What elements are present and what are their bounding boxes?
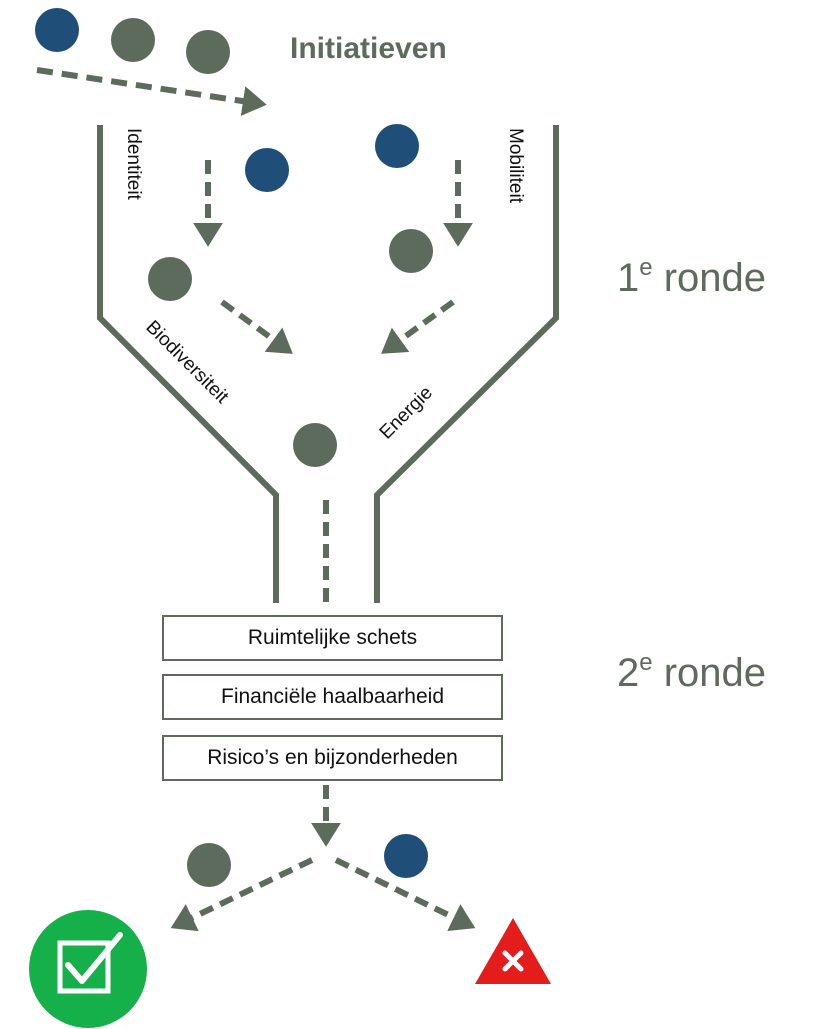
theme-label-biodiversiteit: Biodiversiteit <box>141 317 233 409</box>
initiative-circle-gray <box>148 257 192 301</box>
round-2-number: 2 <box>617 651 639 695</box>
initiative-circle-blue <box>384 834 428 878</box>
funnel-left-wall <box>97 125 279 603</box>
initiative-circle-gray <box>293 423 337 467</box>
initiative-circle-blue <box>35 8 79 52</box>
theme-label-identiteit: Identiteit <box>123 128 144 201</box>
theme-label-energie: Energie <box>376 382 437 443</box>
initiative-circle-blue <box>375 124 419 168</box>
flow-arrow <box>381 299 455 354</box>
entry-arrow <box>36 67 267 116</box>
theme-label-mobiliteit: Mobiliteit <box>505 128 526 204</box>
reject-arrow <box>334 857 476 932</box>
warning-cross-icon <box>475 918 551 984</box>
round-1-superscript: e <box>639 254 652 281</box>
criterion-box: Financiële haalbaarheid <box>162 674 503 720</box>
criterion-box: Ruimtelijke schets <box>162 615 503 661</box>
criterion-label: Ruimtelijke schets <box>247 626 418 649</box>
funnel-right-wall <box>374 125 559 603</box>
initiative-circle-blue <box>245 148 289 192</box>
initiative-circle-gray <box>389 229 433 273</box>
criterion-label: Financiële haalbaarheid <box>221 685 444 708</box>
flow-arrow <box>220 299 293 354</box>
accept-arrow <box>170 857 314 932</box>
round-1-text: ronde <box>653 256 766 300</box>
round-1-label: 1e ronde <box>617 254 766 300</box>
initiative-circle-gray <box>111 18 155 62</box>
initiative-circle-gray <box>186 30 230 74</box>
checkbox-check-icon <box>29 910 147 1028</box>
round-2-superscript: e <box>639 649 652 676</box>
initiative-circle-gray <box>187 843 231 887</box>
round-1-number: 1 <box>617 256 639 300</box>
criterion-box: Risico’s en bijzonderheden <box>162 735 503 781</box>
round-2-label: 2e ronde <box>617 649 766 695</box>
criterion-label: Risico’s en bijzonderheden <box>207 746 458 769</box>
round-2-text: ronde <box>653 651 766 695</box>
diagram-title: Initiatieven <box>290 32 447 65</box>
